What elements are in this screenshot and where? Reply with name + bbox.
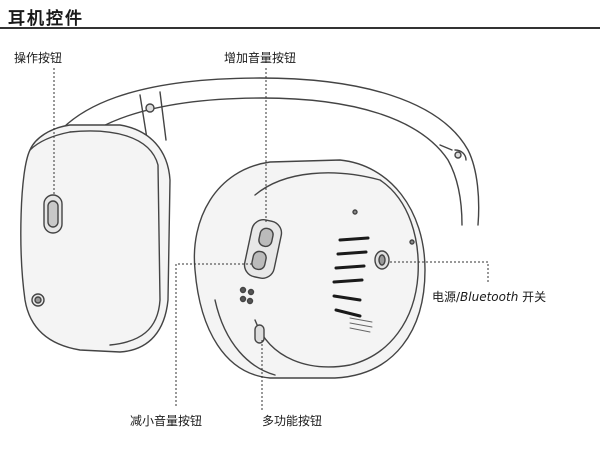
headband (39, 77, 480, 226)
volume-buttons (243, 219, 283, 279)
action-button (43, 194, 63, 234)
power-bluetooth-switch (374, 250, 390, 270)
label-bluetooth-word: Bluetooth (460, 290, 519, 304)
left-earcup (20, 124, 171, 353)
label-power-bluetooth-switch: 电源/Bluetooth 开关 (432, 290, 546, 304)
page-title: 耳机控件 (8, 9, 84, 29)
label-action-button: 操作按钮 (14, 51, 63, 65)
callout-lines (53, 68, 489, 410)
label-multifunction-button: 多功能按钮 (262, 414, 323, 428)
right-earcup (193, 159, 426, 379)
left-indicator-icon (31, 293, 45, 307)
label-power-prefix: 电源/ (432, 290, 461, 304)
speaker-vent (349, 317, 373, 333)
bose-logo (332, 236, 370, 318)
multifunction-area (239, 286, 265, 344)
label-volume-up-button: 增加音量按钮 (224, 51, 297, 65)
title-divider (0, 27, 600, 29)
callout-power-bluetooth (390, 261, 489, 284)
label-power-suffix: 开关 (518, 290, 547, 304)
callout-volume-down (175, 263, 252, 408)
label-volume-down-button: 减小音量按钮 (130, 414, 203, 428)
